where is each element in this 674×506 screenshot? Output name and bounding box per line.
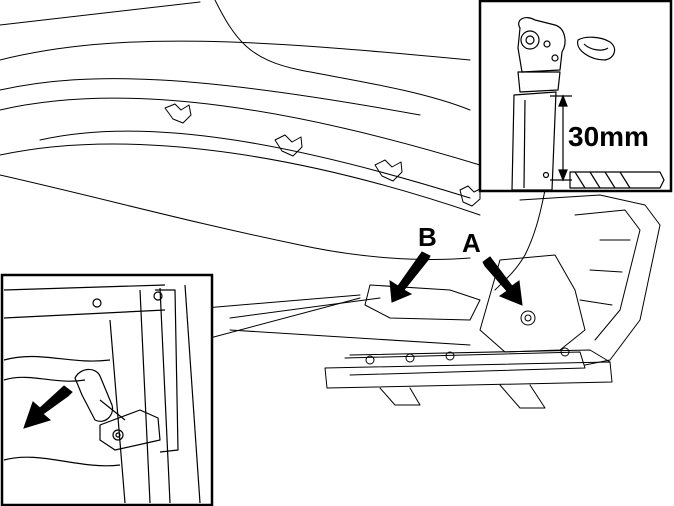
upper-panel-line-2 xyxy=(0,40,471,61)
linkage-rod xyxy=(229,297,381,319)
retaining-clip xyxy=(577,36,616,61)
inset-roller xyxy=(74,368,114,422)
linkage-body xyxy=(364,284,481,321)
inset-bracket-tab xyxy=(155,289,179,453)
base-bolt-2 xyxy=(405,353,415,363)
crossmember-cutout-1 xyxy=(164,103,192,124)
fitting-hole-1 xyxy=(543,40,551,48)
callout-a-arrow xyxy=(482,256,523,306)
crossmember-lower-edge xyxy=(0,174,471,260)
callout-a: A xyxy=(462,228,523,306)
inset-top-rail xyxy=(3,284,166,291)
callout-b: B xyxy=(389,222,437,303)
base-rail xyxy=(324,361,613,389)
linkage-rod-lower xyxy=(229,329,471,346)
inset-vertical-frame-3 xyxy=(184,284,201,504)
inset-left-curve xyxy=(3,355,111,362)
strut-collar xyxy=(517,71,561,93)
base-plate xyxy=(344,351,586,376)
base-foot-right xyxy=(499,384,546,409)
dimension-arrow-top xyxy=(558,94,568,107)
strut-end-fitting xyxy=(517,16,566,73)
upper-panel-curve xyxy=(214,0,471,111)
inset-pointer-arrow xyxy=(23,385,73,429)
fitting-hole-2 xyxy=(551,54,559,62)
mount-housing xyxy=(479,254,586,353)
inset-vertical-frame-2 xyxy=(159,287,171,504)
drill-bit-flute xyxy=(574,171,631,189)
retaining-clip-inner xyxy=(583,43,609,51)
mount-bolt-hole-inner xyxy=(524,314,532,322)
crossmember-cutout-4 xyxy=(459,185,481,207)
inset-lower-bracket xyxy=(99,409,161,451)
detail-leader-bottom xyxy=(209,297,361,339)
strut-cylinder-highlight xyxy=(523,99,526,189)
inset-vertical-frame-4 xyxy=(109,319,126,504)
detail-leader-top xyxy=(204,294,361,309)
inset-bracket-bolt-inner xyxy=(115,432,121,438)
measurement-label: 30mm xyxy=(568,121,649,152)
right-bracket-rib-2 xyxy=(589,269,623,273)
dimension-arrow-bottom xyxy=(558,169,568,182)
inset-bracket-bolt xyxy=(112,429,124,441)
strut-eye-bolt-inner xyxy=(525,35,535,45)
strut-eye-bolt xyxy=(520,30,540,50)
drill-bit xyxy=(569,171,665,189)
base-bolt-4 xyxy=(560,347,570,357)
detail-inset-bottom xyxy=(0,273,214,506)
upper-panel-line-3 xyxy=(0,78,421,116)
inset-top-rail-lower xyxy=(3,309,166,319)
inset-bottom-frame xyxy=(0,273,214,506)
inset-rail-bolt-2 xyxy=(153,291,163,301)
dimension-30mm xyxy=(550,94,572,182)
base-bolt-3 xyxy=(445,351,455,361)
crossmember-fold xyxy=(39,130,471,199)
inset-rail-bolt-1 xyxy=(92,298,102,308)
right-bracket-rib-3 xyxy=(579,299,613,306)
crossmember-top-edge xyxy=(0,97,481,166)
base-bolt-1 xyxy=(365,355,375,365)
callout-b-arrow xyxy=(389,251,431,303)
strut-marker-dot xyxy=(542,171,550,179)
background-assembly xyxy=(0,0,661,409)
base-foot-left xyxy=(379,387,421,406)
right-bracket-inner xyxy=(574,209,641,341)
crossmember-bottom-edge xyxy=(0,143,481,216)
callout-b-label: B xyxy=(418,222,437,252)
crossmember-cutout-2 xyxy=(274,134,303,157)
inset-lower-curve xyxy=(3,456,121,467)
inset-top-frame xyxy=(478,0,673,193)
crossmember-cutout-3 xyxy=(374,159,403,182)
callout-a-label: A xyxy=(462,228,481,258)
strut-cylinder xyxy=(511,91,557,191)
detail-inset-top: 30mm xyxy=(478,0,673,193)
right-bracket-outline xyxy=(519,194,661,366)
base-rail-top xyxy=(349,349,611,363)
mount-bolt-hole xyxy=(520,310,536,326)
inset-vertical-frame-1 xyxy=(139,289,151,504)
upper-panel-line-1 xyxy=(0,1,201,26)
